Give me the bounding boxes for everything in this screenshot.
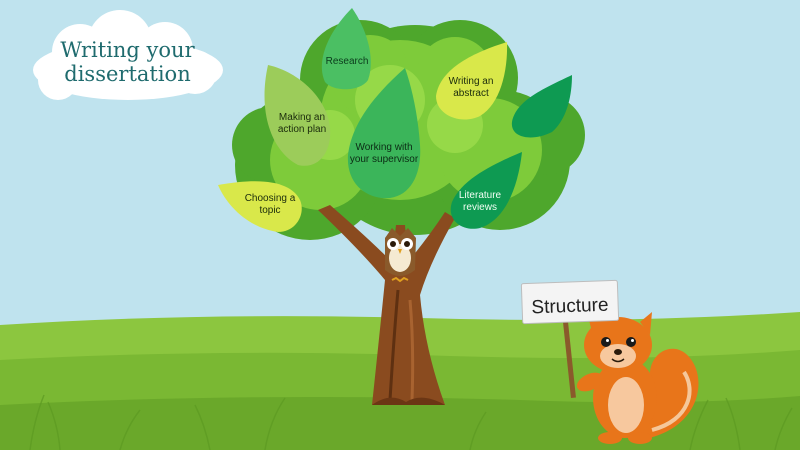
topic-writing-an-abstract-label[interactable]: Writing an abstract [448,76,494,99]
topic-literature-reviews-label[interactable]: Literature reviews [458,190,502,213]
sign-label: Structure [531,294,609,319]
leaf-literature-reviews[interactable] [450,152,522,229]
leaf-writing-an-abstract[interactable] [436,42,508,120]
topic-making-an-action-plan-label[interactable]: Making an action plan [277,112,327,135]
topic-working-with-your-supervisor-label[interactable]: Working with your supervisor [349,142,419,165]
topic-research-label[interactable]: Research [325,56,369,67]
structure-sign-board [520,279,620,325]
cloud-icon [33,10,223,100]
owl-icon [385,228,416,283]
leaf-making-an-action-plan[interactable] [264,65,331,166]
leaf-working-with-your-supervisor[interactable] [347,68,421,199]
squirrel-icon [562,308,699,444]
topic-choosing-a-topic-label[interactable]: Choosing a topic [244,193,296,216]
leaf-choosing-a-topic[interactable] [218,181,302,232]
leaf-unlabeled[interactable] [511,75,572,138]
page-title: Writing your dissertation [60,38,195,86]
leaf-research[interactable] [321,8,371,90]
